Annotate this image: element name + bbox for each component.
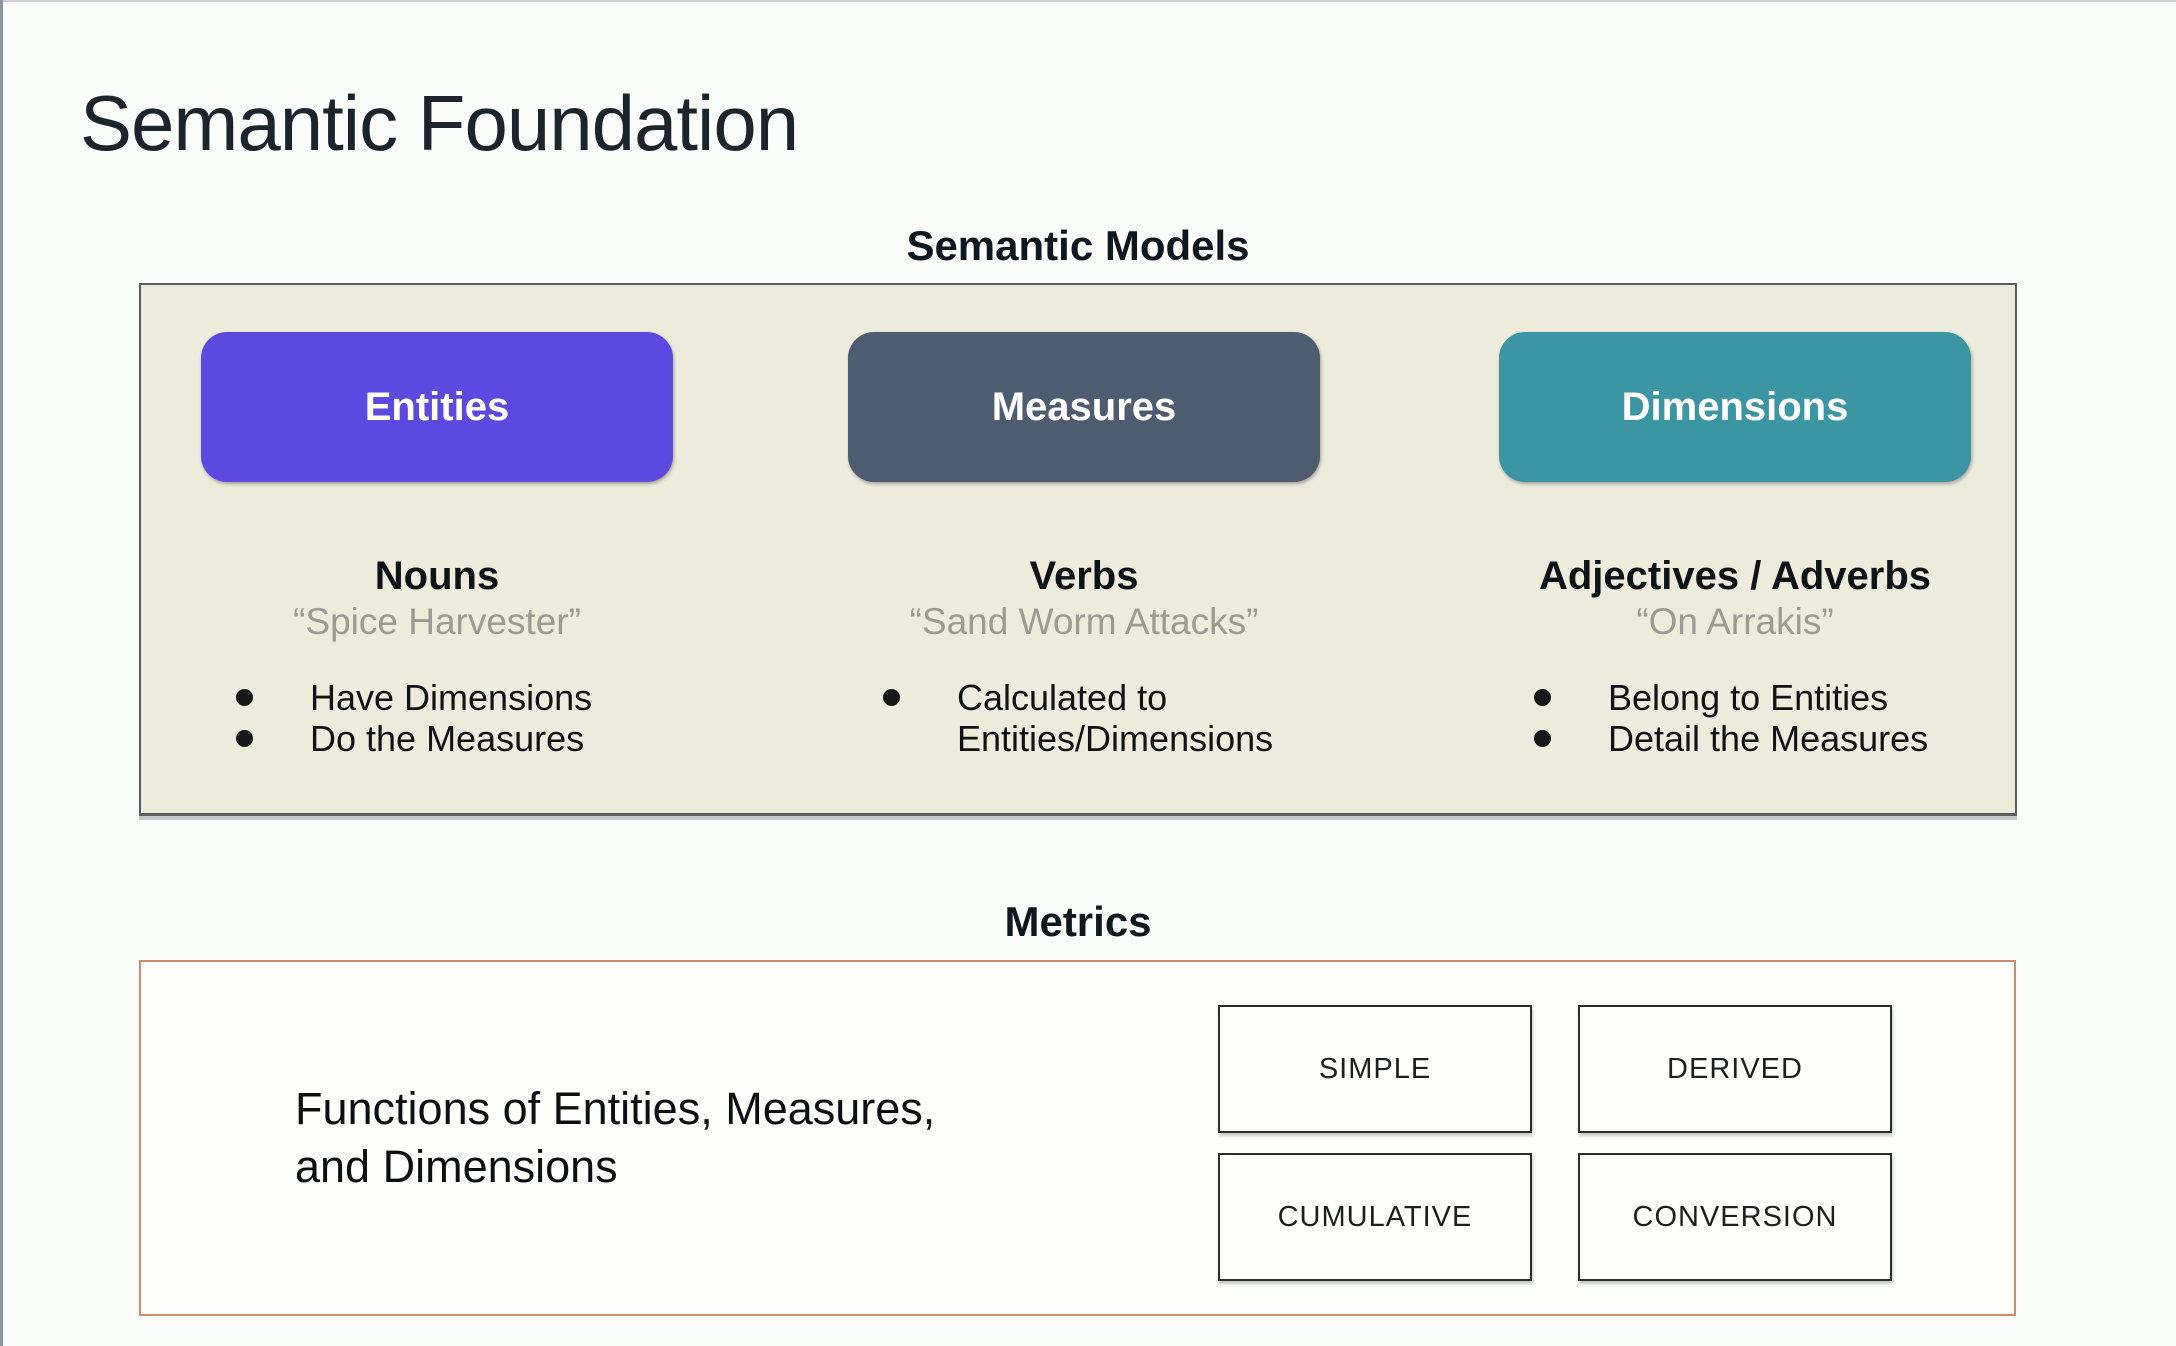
metrics-heading: Metrics bbox=[1004, 898, 1152, 945]
entities-bullet-list: Have Dimensions Do the Measures bbox=[181, 677, 693, 759]
measures-column: Measures Verbs “Sand Worm Attacks” Calcu… bbox=[828, 285, 1340, 759]
dimensions-example: “On Arrakis” bbox=[1636, 601, 1834, 642]
entities-chip: Entities bbox=[201, 332, 673, 482]
metrics-description-line: and Dimensions bbox=[295, 1141, 618, 1192]
bullet-dot-icon bbox=[1534, 689, 1551, 706]
entities-column: Entities Nouns “Spice Harvester” Have Di… bbox=[181, 285, 693, 759]
measures-example: “Sand Worm Attacks” bbox=[909, 601, 1259, 642]
metric-type-cumulative: CUMULATIVE bbox=[1218, 1153, 1532, 1281]
dimensions-part-of-speech: Adjectives / Adverbs bbox=[1538, 554, 1931, 598]
bullet-dot-icon bbox=[236, 689, 253, 706]
list-item: Detail the Measures bbox=[1479, 718, 1991, 759]
list-item: Calculated to Entities/Dimensions bbox=[828, 677, 1340, 759]
window-left-edge bbox=[0, 0, 3, 1346]
metric-type-derived: DERIVED bbox=[1578, 1005, 1892, 1133]
metrics-description-line: Functions of Entities, Measures, bbox=[295, 1083, 936, 1134]
measures-part-of-speech: Verbs bbox=[1029, 554, 1139, 598]
measures-bullet-list: Calculated to Entities/Dimensions bbox=[828, 677, 1340, 759]
bullet-dot-icon bbox=[883, 689, 900, 706]
dimensions-column: Dimensions Adjectives / Adverbs “On Arra… bbox=[1479, 285, 1991, 759]
window-top-edge bbox=[0, 0, 2176, 2]
metric-type-conversion: CONVERSION bbox=[1578, 1153, 1892, 1281]
entities-part-of-speech: Nouns bbox=[374, 554, 500, 598]
bullet-dot-icon bbox=[236, 730, 253, 747]
semantic-models-panel: Entities Nouns “Spice Harvester” Have Di… bbox=[139, 283, 2017, 816]
metrics-panel: Functions of Entities, Measures, and Dim… bbox=[139, 960, 2016, 1316]
metric-type-simple: SIMPLE bbox=[1218, 1005, 1532, 1133]
metric-type-grid: SIMPLE DERIVED CUMULATIVE CONVERSION bbox=[1218, 1005, 1892, 1281]
dimensions-chip: Dimensions bbox=[1499, 332, 1971, 482]
list-item: Belong to Entities bbox=[1479, 677, 1991, 718]
bullet-dot-icon bbox=[1534, 730, 1551, 747]
metrics-description: Functions of Entities, Measures, and Dim… bbox=[295, 1080, 935, 1196]
page-title: Semantic Foundation bbox=[80, 79, 799, 167]
list-item: Do the Measures bbox=[181, 718, 693, 759]
entities-example: “Spice Harvester” bbox=[293, 601, 581, 642]
measures-chip: Measures bbox=[848, 332, 1320, 482]
dimensions-bullet-list: Belong to Entities Detail the Measures bbox=[1479, 677, 1991, 759]
semantic-models-heading: Semantic Models bbox=[906, 222, 1250, 269]
list-item: Have Dimensions bbox=[181, 677, 693, 718]
